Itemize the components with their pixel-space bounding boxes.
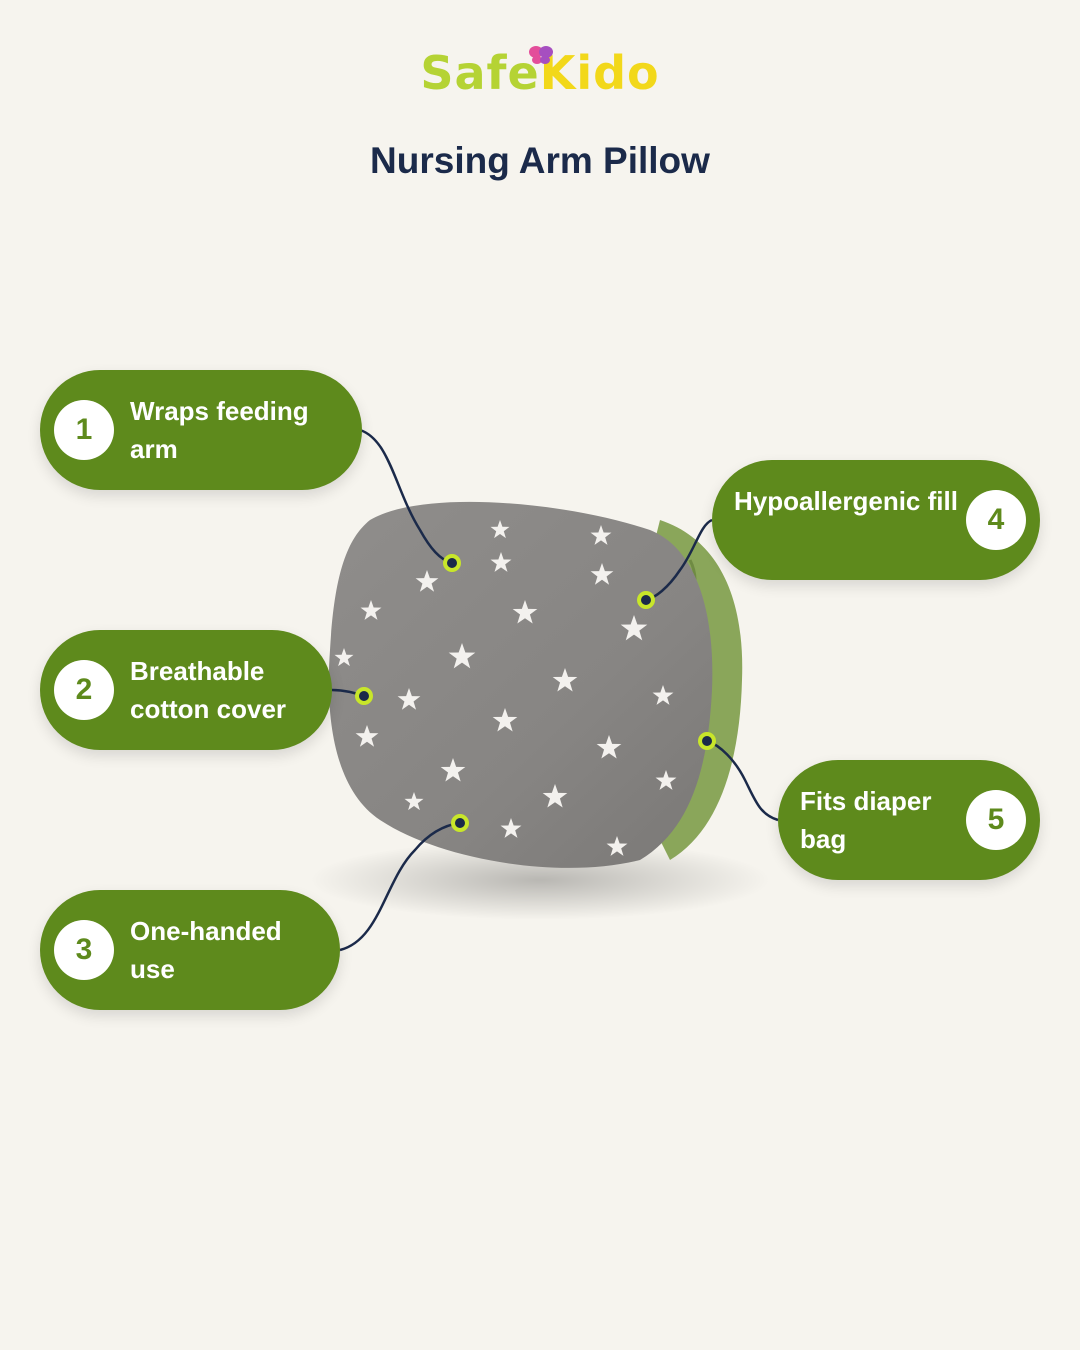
feature-pill-5: Fits diaper bag 5 [778,760,1040,880]
feature-number-2: 2 [54,660,114,720]
feature-number-3: 3 [54,920,114,980]
connector-dots [355,554,716,832]
logo-safe-text: Safe [420,46,540,100]
feature-number-4: 4 [966,490,1026,550]
brand-logo: SafeKido [0,46,1080,100]
feature-pill-1: 1 Wraps feeding arm [40,370,362,490]
connector-lines [331,428,779,952]
feature-pill-3: 3 One-handed use [40,890,340,1010]
butterfly-icon [529,46,553,64]
pillow-shadow [310,840,770,920]
feature-number-5: 5 [966,790,1026,850]
feature-label-4: Hypoallergenic fill [734,486,958,516]
feature-label-5: Fits diaper bag [800,786,932,854]
feature-label-3: One-handed use [130,916,282,984]
logo-kido-text: Kido [539,46,660,100]
feature-pill-4: Hypoallergenic fill 4 [712,460,1040,580]
feature-label-2: Breathable cotton cover [130,656,287,724]
feature-label-1: Wraps feeding arm [130,396,309,464]
feature-pill-2: 2 Breathable cotton cover [40,630,332,750]
feature-number-1: 1 [54,400,114,460]
pillow-body [328,501,713,868]
page-title: Nursing Arm Pillow [370,140,710,181]
